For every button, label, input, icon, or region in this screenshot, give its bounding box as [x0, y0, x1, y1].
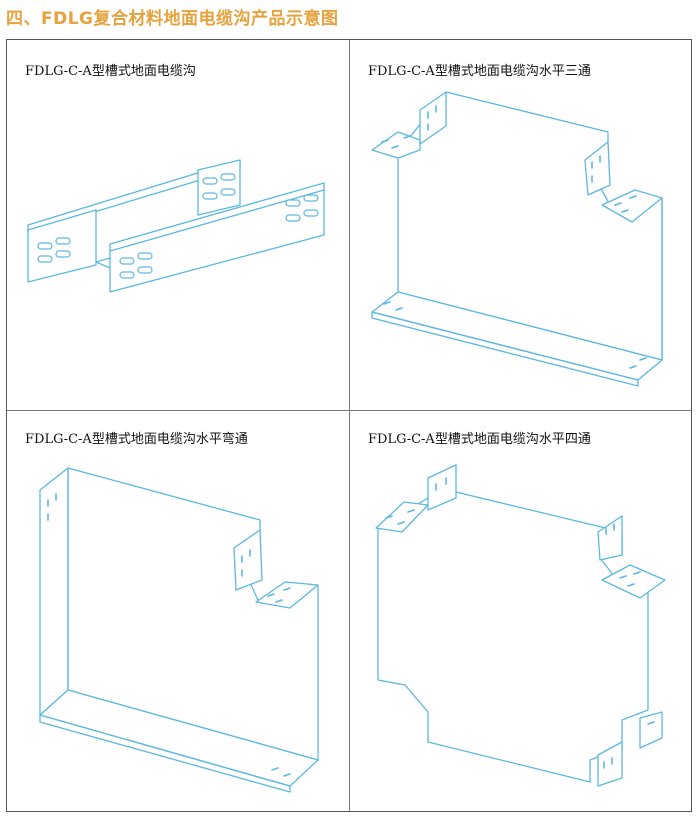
caption-elbow-trench: FDLG-C-A型槽式地面电缆沟水平弯通: [25, 432, 248, 447]
tee-trench-drawing: [371, 91, 663, 387]
straight-trench-drawing: [27, 159, 325, 293]
product-grid: [6, 39, 692, 812]
page-title: 四、FDLG复合材料地面电缆沟产品示意图: [6, 9, 339, 29]
grid-divider-vertical: [349, 40, 350, 811]
cross-trench-drawing: [375, 464, 666, 787]
caption-tee-trench: FDLG-C-A型槽式地面电缆沟水平三通: [368, 64, 591, 79]
caption-straight-trench: FDLG-C-A型槽式地面电缆沟: [25, 64, 196, 79]
grid-divider-horizontal: [7, 410, 691, 411]
caption-cross-trench: FDLG-C-A型槽式地面电缆沟水平四通: [368, 432, 591, 447]
elbow-trench-drawing: [39, 467, 319, 793]
